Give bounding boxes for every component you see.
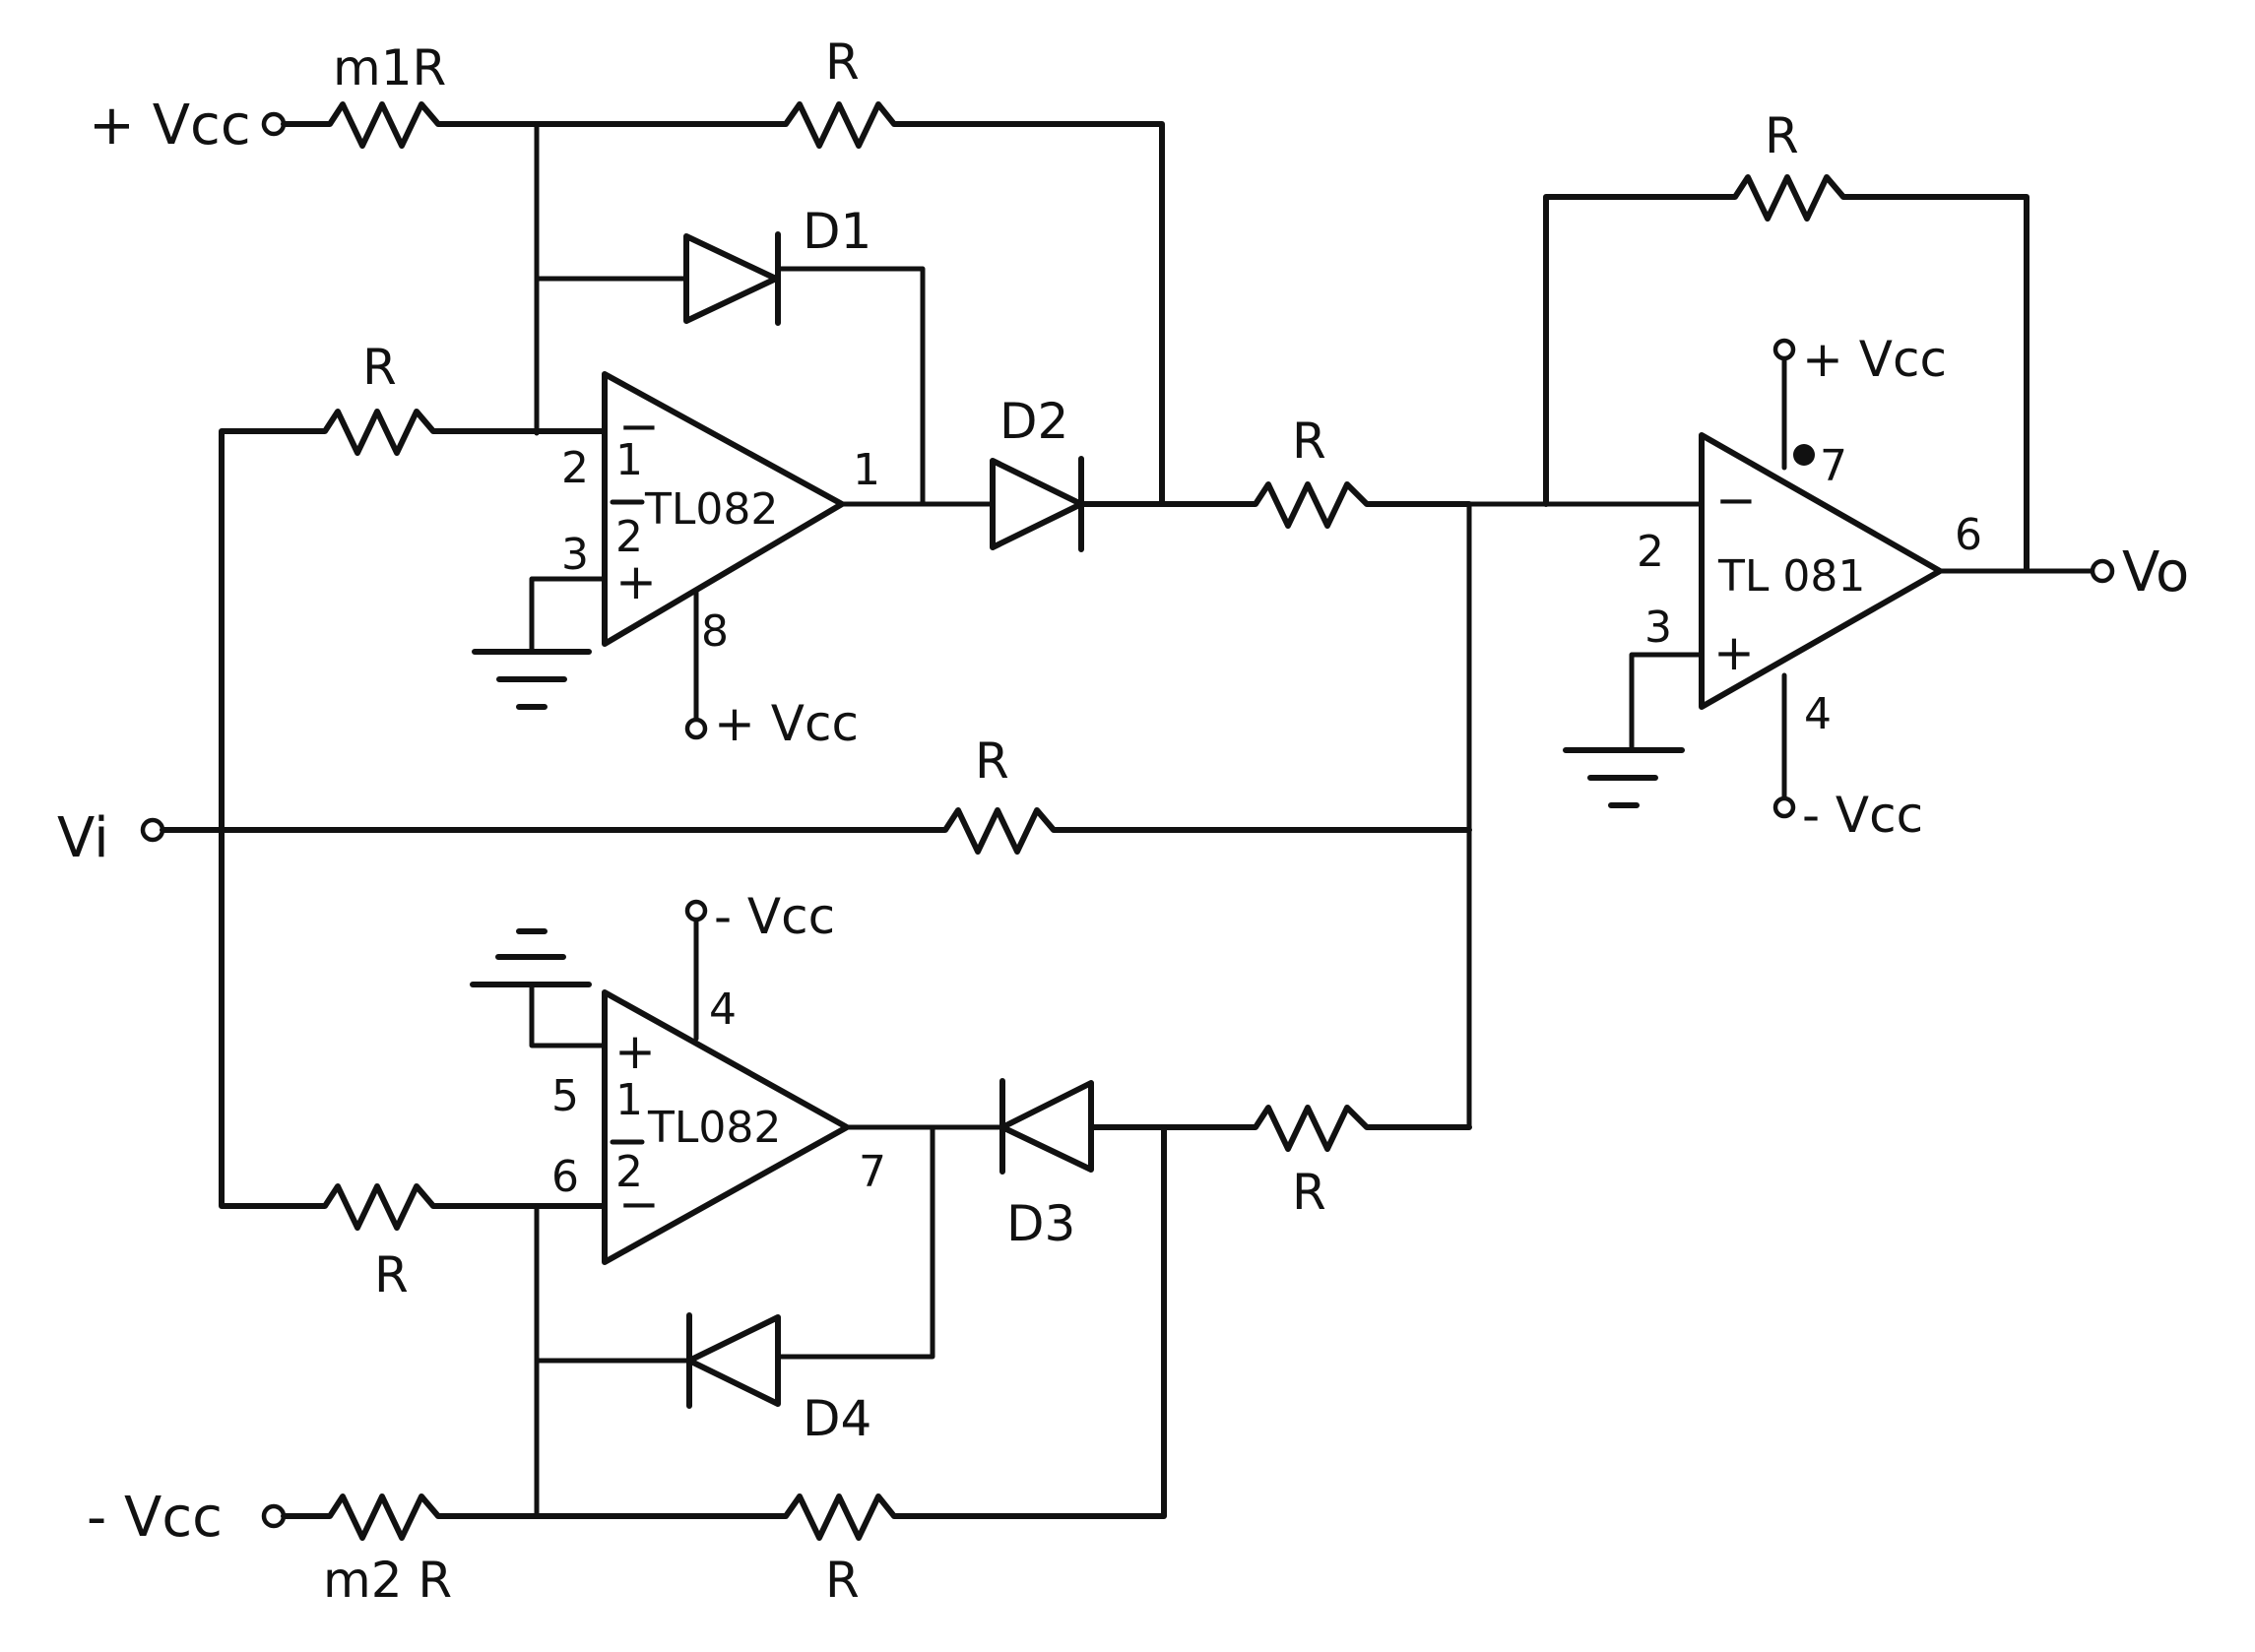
u1-noninv-to-ground bbox=[529, 576, 608, 653]
opamp-u1-minus-sign: − bbox=[618, 398, 660, 455]
opamp-u2-minus-sign: − bbox=[618, 1175, 660, 1233]
opamp-u1-pin8-label: 8 bbox=[701, 606, 729, 657]
d1-wire-right bbox=[775, 266, 926, 507]
u1-supply-terminal bbox=[684, 717, 708, 740]
u3-vneg-terminal bbox=[1772, 795, 1796, 819]
resistor-r-u2-input bbox=[219, 827, 608, 1231]
resistor-m1r bbox=[281, 101, 540, 149]
resistor-r-u1-input-label: R bbox=[362, 339, 397, 396]
opamp-u2-pin7-label: 7 bbox=[859, 1147, 886, 1197]
opamp-u1-pin1-label: 1 bbox=[853, 445, 880, 495]
u2-supply-label: - Vcc bbox=[714, 888, 835, 945]
opamp-u3-part: TL 081 bbox=[1717, 551, 1865, 602]
u1-supply-label: + Vcc bbox=[714, 695, 859, 752]
diode-d3-label: D3 bbox=[1006, 1195, 1075, 1252]
resistor-r-top bbox=[534, 101, 1165, 507]
opamp-u3-pin2-label: 2 bbox=[1637, 527, 1664, 577]
resistor-r-bottom-label: R bbox=[825, 1552, 860, 1609]
opamp-u2-plus-sign: + bbox=[614, 1023, 656, 1080]
u3-vpos-label: + Vcc bbox=[1802, 331, 1947, 388]
vo-output-label: Vo bbox=[2122, 540, 2189, 604]
opamp-u1-plus-sign: + bbox=[615, 553, 657, 610]
resistor-m2r bbox=[281, 1493, 540, 1541]
ground-symbol-u3 bbox=[1563, 747, 1685, 808]
diode-d2 bbox=[990, 456, 1084, 552]
resistor-r-u2-input-label: R bbox=[374, 1246, 409, 1303]
opamp-u2-pin5-label: 5 bbox=[551, 1071, 579, 1121]
resistor-r-top-label: R bbox=[825, 33, 860, 91]
diode-d4-label: D4 bbox=[803, 1390, 871, 1447]
opamp-u1-part: TL082 bbox=[644, 484, 778, 535]
d4-wire-right bbox=[775, 1124, 935, 1360]
u3-noninv-to-ground bbox=[1629, 652, 1705, 751]
resistor-r-vi bbox=[160, 807, 1472, 855]
opamp-u2-half-bot: 2 bbox=[615, 1147, 643, 1197]
opamp-u1-pin3-label: 3 bbox=[561, 530, 589, 580]
resistor-r-mid-top bbox=[1078, 481, 1472, 529]
opamp-u2 bbox=[602, 989, 850, 1265]
ground-symbol-u2 bbox=[470, 928, 592, 987]
diode-d4 bbox=[686, 1312, 781, 1409]
u3-vpos-terminal bbox=[1772, 338, 1796, 361]
opamp-u1-half-bot: 2 bbox=[615, 512, 643, 562]
resistor-m1r-label: m1R bbox=[333, 39, 446, 96]
opamp-u3-plus-sign: + bbox=[1713, 624, 1755, 681]
opamp-u3 bbox=[1699, 432, 1943, 710]
diode-d1-label: D1 bbox=[803, 203, 871, 260]
opamp-u3-pin7-label: 7 bbox=[1820, 441, 1847, 491]
resistor-m2r-label: m2 R bbox=[323, 1552, 452, 1609]
resistor-r-vi-label: R bbox=[975, 732, 1009, 790]
u2-supply-terminal bbox=[684, 899, 708, 922]
u3-vneg-label: - Vcc bbox=[1802, 787, 1923, 844]
resistor-r-feedback bbox=[1543, 174, 2030, 572]
vcc-pos-input-label: + Vcc bbox=[89, 94, 251, 158]
resistor-r-mid-top-label: R bbox=[1292, 413, 1326, 470]
resistor-r-bottom bbox=[534, 1124, 1167, 1541]
vo-output-terminal bbox=[2090, 558, 2115, 584]
opamp-u1-pin2-label: 2 bbox=[561, 443, 589, 493]
opamp-u2-part: TL082 bbox=[647, 1103, 781, 1153]
resistor-r-mid-bot-label: R bbox=[1292, 1164, 1326, 1221]
opamp-u2-pin4-label: 4 bbox=[709, 985, 737, 1035]
u2-noninv-to-ground bbox=[529, 982, 608, 1048]
diode-d1 bbox=[683, 231, 781, 326]
vi-input-label: Vi bbox=[57, 806, 109, 870]
opamp-u1 bbox=[602, 371, 845, 647]
opamp-u3-pin7-dot bbox=[1793, 444, 1815, 466]
opamp-u3-pin4-label: 4 bbox=[1804, 689, 1832, 739]
ground-symbol-u1 bbox=[472, 649, 592, 710]
opamp-u2-pin6-label: 6 bbox=[551, 1152, 579, 1202]
diode-d3 bbox=[999, 1078, 1094, 1175]
opamp-u3-minus-sign: − bbox=[1715, 472, 1757, 529]
opamp-u3-pin3-label: 3 bbox=[1644, 603, 1672, 653]
resistor-r-u1-input bbox=[219, 409, 608, 833]
opamp-u2-half-top: 1 bbox=[615, 1075, 643, 1125]
opamp-u3-pin6-label: 6 bbox=[1955, 510, 1982, 560]
opamp-u1-half-top: 1 bbox=[615, 435, 643, 485]
resistor-r-mid-bot bbox=[1088, 1105, 1472, 1152]
vcc-neg-input-label: - Vcc bbox=[87, 1486, 223, 1550]
resistor-r-feedback-label: R bbox=[1765, 107, 1799, 164]
diode-d2-label: D2 bbox=[999, 393, 1068, 450]
